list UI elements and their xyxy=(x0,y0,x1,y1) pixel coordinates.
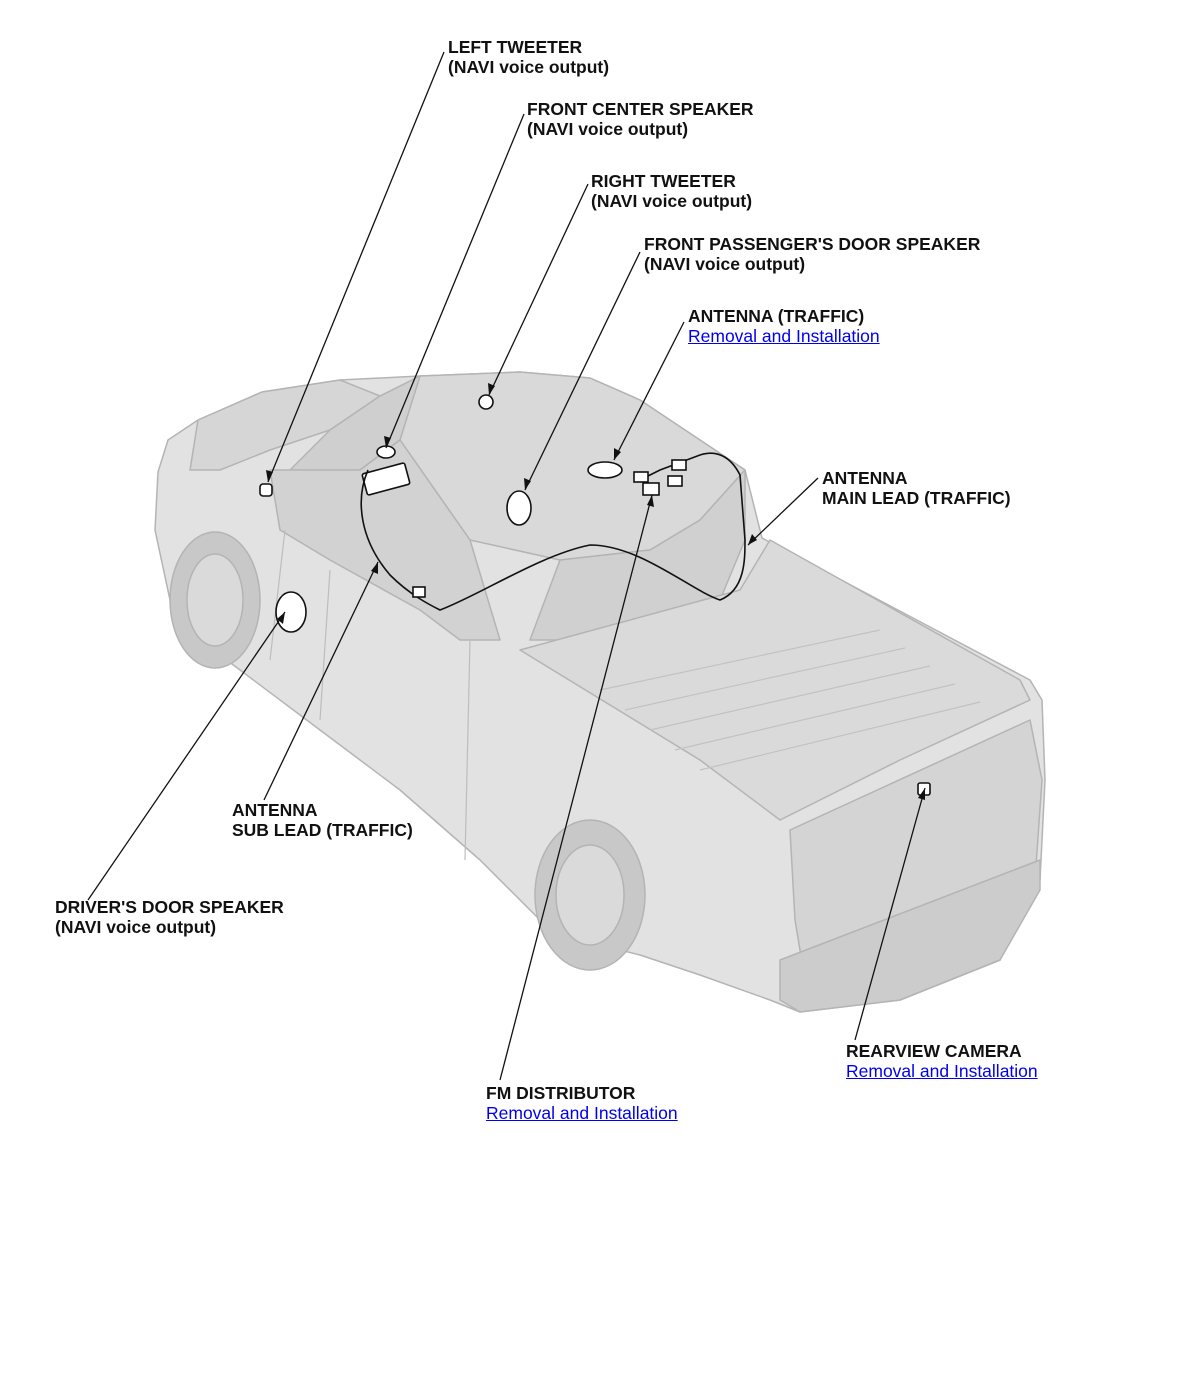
callout-antenna-sub-lead-line1: ANTENNA xyxy=(232,800,318,820)
callout-driver-door-speaker-note: (NAVI voice output) xyxy=(55,917,217,937)
leader-antenna-traffic xyxy=(613,321,685,461)
leader-driver-door-speaker xyxy=(87,611,286,901)
leader-right-tweeter xyxy=(488,183,589,396)
arrowhead xyxy=(488,383,495,395)
callout-left-tweeter-name: LEFT TWEETER xyxy=(448,37,583,57)
harness-connector xyxy=(642,482,660,496)
leader-fm-distributor xyxy=(499,494,653,1081)
callout-antenna-sub-lead-line2: SUB LEAD (TRAFFIC) xyxy=(232,820,413,840)
components xyxy=(259,394,931,796)
leader-left-tweeter xyxy=(267,51,445,483)
vehicle-door-seams xyxy=(269,529,471,861)
arrowhead xyxy=(748,534,757,545)
antenna-traffic-part xyxy=(587,461,623,479)
callout-antenna-main-lead-line2: MAIN LEAD (TRAFFIC) xyxy=(822,488,1011,508)
front-passenger-door-speaker-part xyxy=(506,490,532,526)
harness-connector xyxy=(412,586,426,598)
callout-front-passenger-door-speaker-note: (NAVI voice output) xyxy=(644,254,806,274)
callout-front-center-speaker-name: FRONT CENTER SPEAKER xyxy=(527,99,754,119)
callout-rearview-camera-name: REARVIEW CAMERA xyxy=(846,1041,1022,1061)
leader-arrowheads xyxy=(266,383,925,800)
callout-antenna-main-lead-line1: ANTENNA xyxy=(822,468,908,488)
callout-left-tweeter-note: (NAVI voice output) xyxy=(448,57,610,77)
fm-distributor-part xyxy=(361,462,411,496)
vehicle-bed xyxy=(519,539,1031,821)
callout-driver-door-speaker-name: DRIVER'S DOOR SPEAKER xyxy=(55,897,284,917)
callout-front-center-speaker: FRONT CENTER SPEAKER (NAVI voice output) xyxy=(527,99,754,139)
leader-rearview-camera xyxy=(854,787,926,1041)
leader-front-center-speaker xyxy=(385,113,525,449)
callout-left-tweeter: LEFT TWEETER (NAVI voice output) xyxy=(448,37,609,77)
antenna-traffic-removal-link[interactable]: Removal and Installation xyxy=(688,326,880,346)
callout-front-center-speaker-note: (NAVI voice output) xyxy=(527,119,689,139)
callout-fm-distributor-name: FM DISTRIBUTOR xyxy=(486,1083,636,1103)
antenna-harness xyxy=(360,452,746,611)
callout-right-tweeter: RIGHT TWEETER (NAVI voice output) xyxy=(591,171,752,211)
driver-door-speaker-part xyxy=(275,591,307,633)
front-wheel xyxy=(169,531,261,669)
arrowhead xyxy=(384,436,391,448)
fm-distributor-removal-link[interactable]: Removal and Installation xyxy=(486,1103,678,1123)
callout-rearview-camera: REARVIEW CAMERA Removal and Installation xyxy=(846,1041,1038,1081)
arrowhead xyxy=(647,495,654,507)
vehicle-bumper xyxy=(779,859,1041,1013)
arrowhead xyxy=(266,470,273,482)
right-tweeter-part xyxy=(478,394,494,410)
leader-antenna-sub-lead xyxy=(263,561,379,801)
callout-right-tweeter-name: RIGHT TWEETER xyxy=(591,171,736,191)
rear-wheel xyxy=(534,819,646,971)
arrowhead xyxy=(371,562,378,574)
left-tweeter-part xyxy=(259,483,273,497)
leader-front-passenger-door-speaker xyxy=(524,251,641,491)
callout-antenna-sub-lead: ANTENNA SUB LEAD (TRAFFIC) xyxy=(232,800,413,840)
vehicle-illustration xyxy=(154,371,1046,1013)
arrowhead xyxy=(614,448,621,460)
rearview-camera-removal-link[interactable]: Removal and Installation xyxy=(846,1061,1038,1081)
leader-lines xyxy=(87,51,926,1081)
callout-fm-distributor: FM DISTRIBUTOR Removal and Installation xyxy=(486,1083,678,1123)
callout-driver-door-speaker: DRIVER'S DOOR SPEAKER (NAVI voice output… xyxy=(55,897,284,937)
arrowhead xyxy=(918,788,925,800)
arrowhead xyxy=(524,478,531,490)
callout-antenna-traffic-name: ANTENNA (TRAFFIC) xyxy=(688,306,865,326)
harness-connector xyxy=(671,459,687,471)
vehicle-bed-ribs xyxy=(599,629,981,771)
callout-antenna-traffic: ANTENNA (TRAFFIC) Removal and Installati… xyxy=(688,306,880,346)
callout-antenna-main-lead: ANTENNA MAIN LEAD (TRAFFIC) xyxy=(822,468,1011,508)
leader-antenna-main-lead xyxy=(747,477,819,546)
callout-right-tweeter-note: (NAVI voice output) xyxy=(591,191,753,211)
callout-front-passenger-door-speaker: FRONT PASSENGER'S DOOR SPEAKER (NAVI voi… xyxy=(644,234,980,274)
callout-front-passenger-door-speaker-name: FRONT PASSENGER'S DOOR SPEAKER xyxy=(644,234,981,254)
harness-connector xyxy=(633,471,649,483)
arrowhead xyxy=(277,612,285,624)
harness-connector xyxy=(667,475,683,487)
